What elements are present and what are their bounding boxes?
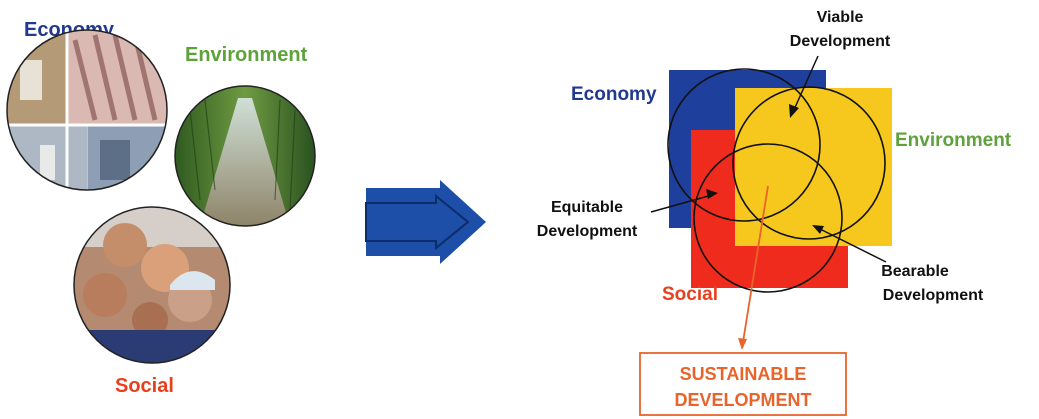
economy-circle	[667, 68, 821, 222]
overlap-circles	[667, 68, 886, 293]
overlap-squares	[669, 70, 892, 288]
social-label-right: Social	[662, 284, 718, 305]
viable-label-line1: Viable	[817, 9, 864, 26]
equitable-label-line1: Equitable	[551, 199, 623, 216]
sustainable-label-line1: SUSTAINABLE	[680, 364, 807, 384]
viable-pointer	[792, 55, 819, 113]
bearable-label-line2: Development	[883, 287, 984, 304]
environment-label-right: Environment	[895, 130, 1012, 151]
equitable-arrowhead	[706, 189, 718, 199]
social-circle	[693, 143, 843, 293]
sustainable-label-line2: DEVELOPMENT	[674, 390, 811, 410]
environment-photo	[175, 86, 315, 226]
sustainable-arrowhead	[738, 338, 747, 350]
viable-label-line2: Development	[790, 33, 891, 50]
social-photo	[74, 207, 230, 363]
viable-arrowhead	[789, 104, 799, 118]
transition-arrow	[365, 180, 486, 264]
sustainable-pointer	[742, 185, 769, 343]
economy-label-right: Economy	[571, 84, 657, 105]
environment-circle	[732, 86, 886, 240]
environment-square	[735, 88, 892, 246]
bearable-pointer	[817, 227, 887, 263]
environment-label-left: Environment	[185, 44, 308, 66]
social-label-left: Social	[115, 375, 174, 397]
equitable-pointer	[650, 194, 713, 213]
bearable-label-line1: Bearable	[881, 263, 949, 280]
equitable-label-line2: Development	[537, 223, 638, 240]
sustainable-box	[639, 352, 847, 416]
bearable-arrowhead	[812, 225, 824, 234]
